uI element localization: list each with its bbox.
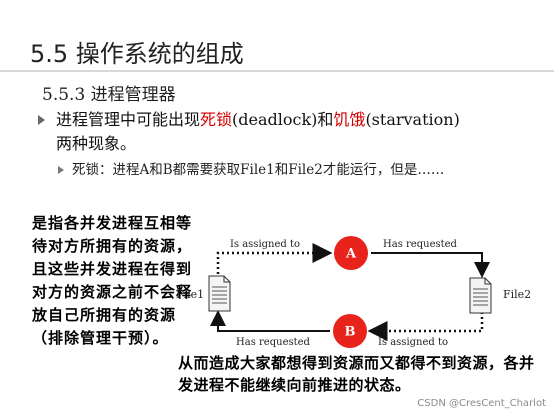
bullet-main: 进程管理中可能出现死锁(deadlock)和饥饿(starvation) 两种现象… xyxy=(38,108,538,156)
deadlock-consequence-note: 从而造成大家都想得到资源而又都得不到资源，各并发进程不能继续向前推进的状态。 xyxy=(178,354,535,394)
deadlock-en: (deadlock)和 xyxy=(232,110,334,129)
edge-b-to-file1 xyxy=(210,310,330,332)
deadlock-term: 死锁 xyxy=(200,110,233,129)
bullet-sub-text: 死锁：进程A和B都需要获取File1和File2才能运行，但是…… xyxy=(72,162,445,178)
bullet-prefix: 进程管理中可能出现 xyxy=(56,110,201,129)
edge-a-to-file2 xyxy=(371,252,490,278)
starvation-term: 饥饿 xyxy=(333,110,366,129)
process-b-label: B xyxy=(345,325,356,340)
process-b-node xyxy=(333,314,367,348)
label-top-right: Has requested xyxy=(383,239,458,250)
triangle-bullet-icon xyxy=(38,115,45,125)
bullet-suffix: 两种现象。 xyxy=(56,134,137,153)
deadlock-definition-note: 是指各并发进程互相等待对方所拥有的资源，且这些并发进程在得到对方的资源之前不会释… xyxy=(32,214,193,347)
page-title: 5.5 操作系统的组成 xyxy=(30,40,244,68)
file2-label: File2 xyxy=(503,288,531,301)
csdn-watermark: CSDN @CresCent_Charlot xyxy=(417,398,546,409)
label-bottom-left: Has requested xyxy=(236,337,311,348)
process-a-node xyxy=(334,236,368,270)
edge-file2-to-b xyxy=(367,312,484,341)
process-a-label: A xyxy=(345,247,357,262)
edge-file1-to-a xyxy=(216,243,333,274)
bullet-sub: 死锁：进程A和B都需要获取File1和File2才能运行，但是…… xyxy=(58,160,528,181)
section-subtitle: 5.5.3 进程管理器 xyxy=(42,85,176,105)
triangle-bullet-icon xyxy=(58,166,64,174)
starvation-en: (starvation) xyxy=(365,110,460,129)
bullet-main-text: 进程管理中可能出现死锁(deadlock)和饥饿(starvation) 两种现象… xyxy=(56,108,538,156)
file2-document-icon xyxy=(469,277,492,314)
label-top-left: Is assigned to xyxy=(230,239,300,250)
title-divider xyxy=(0,70,554,72)
file1-document-icon xyxy=(208,275,231,312)
label-bottom-right: Is assigned to xyxy=(378,337,448,348)
